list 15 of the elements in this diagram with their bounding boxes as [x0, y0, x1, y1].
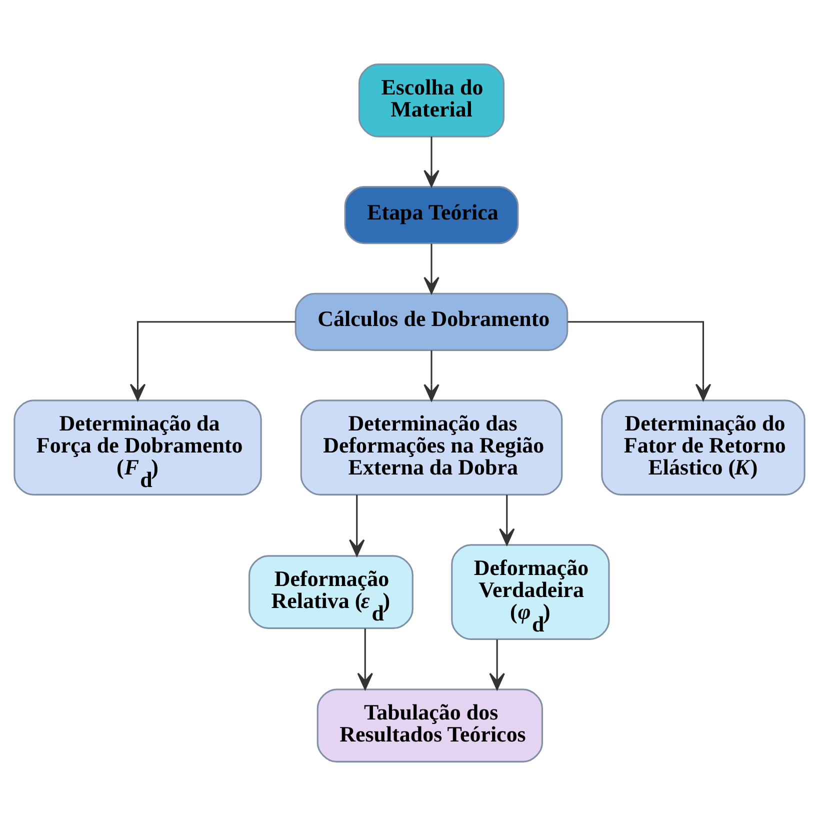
node-box: Tabulação dos Resultados Teóricos [316, 688, 544, 762]
arrow [489, 639, 505, 690]
arrow [357, 628, 373, 690]
arrow [130, 320, 296, 400]
node-box: Determinação do Fator de Retorno Elástico (K) [601, 399, 806, 495]
node-box: Determinação das Deformações na Região Externa da Dobra [300, 399, 563, 495]
arrow [424, 136, 440, 187]
arrow [424, 243, 440, 294]
arrow [349, 494, 365, 556]
arrow [568, 320, 712, 400]
node-box: Cálculos de Dobramento [294, 292, 568, 350]
arrow [499, 494, 515, 545]
arrow [424, 350, 440, 401]
node-box: Etapa Teórica [344, 186, 519, 244]
node-box: Escolha do Material [358, 63, 505, 137]
